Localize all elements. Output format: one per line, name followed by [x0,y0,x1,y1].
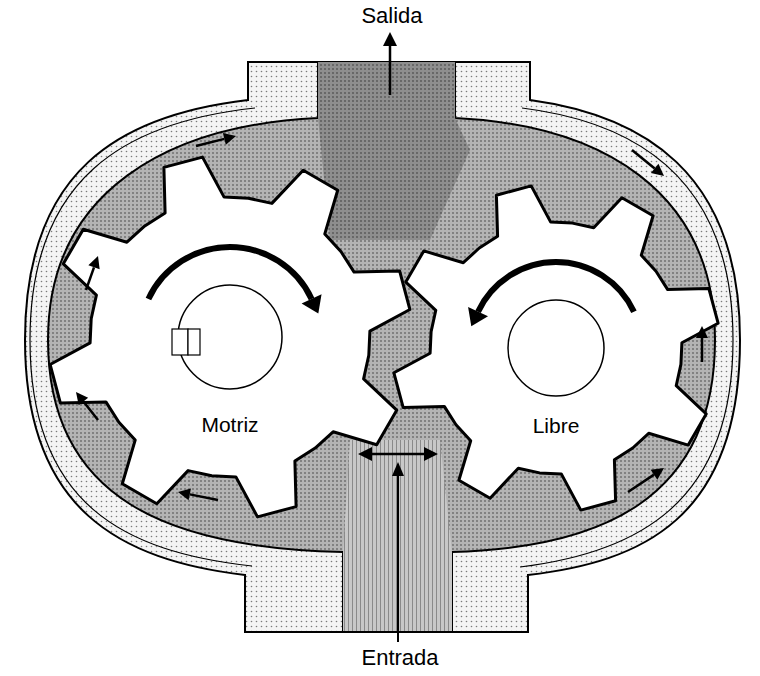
flow-arrow [83,401,98,420]
rotation-arrowhead [302,294,322,313]
flow-arrowhead [76,392,88,405]
gear: Libre [388,180,724,516]
flow-arrow [196,139,224,146]
flow-arrowhead [178,488,191,500]
flow-arrowhead [696,326,708,338]
flow-arrowhead [651,164,664,176]
flow-arrow [628,475,654,492]
flow-arrow [701,338,704,362]
rotation-arrowhead [468,307,488,326]
gear-shaft [178,285,282,389]
port-label: Salida [359,4,424,28]
gear-teeth [394,186,718,510]
flow-arrowhead [88,256,99,269]
flow-arrow [632,150,655,168]
shaft-key [188,329,200,355]
gear-teeth [50,157,410,517]
flow-arrowhead [223,133,236,145]
gear-shaft [508,300,604,396]
gear-outline [45,152,415,522]
gear: Motriz [45,152,415,522]
flow-arrow [86,267,94,290]
shaft-key [172,329,188,355]
rotation-arrow [148,247,311,299]
flow-arrow [190,494,218,500]
gear-label: Libre [533,414,580,437]
port-label: Entrada [359,646,440,670]
rotation-arrow [478,262,634,312]
gear-outline [388,180,724,516]
flow-arrowhead [651,468,664,480]
gear-label: Motriz [201,413,258,436]
